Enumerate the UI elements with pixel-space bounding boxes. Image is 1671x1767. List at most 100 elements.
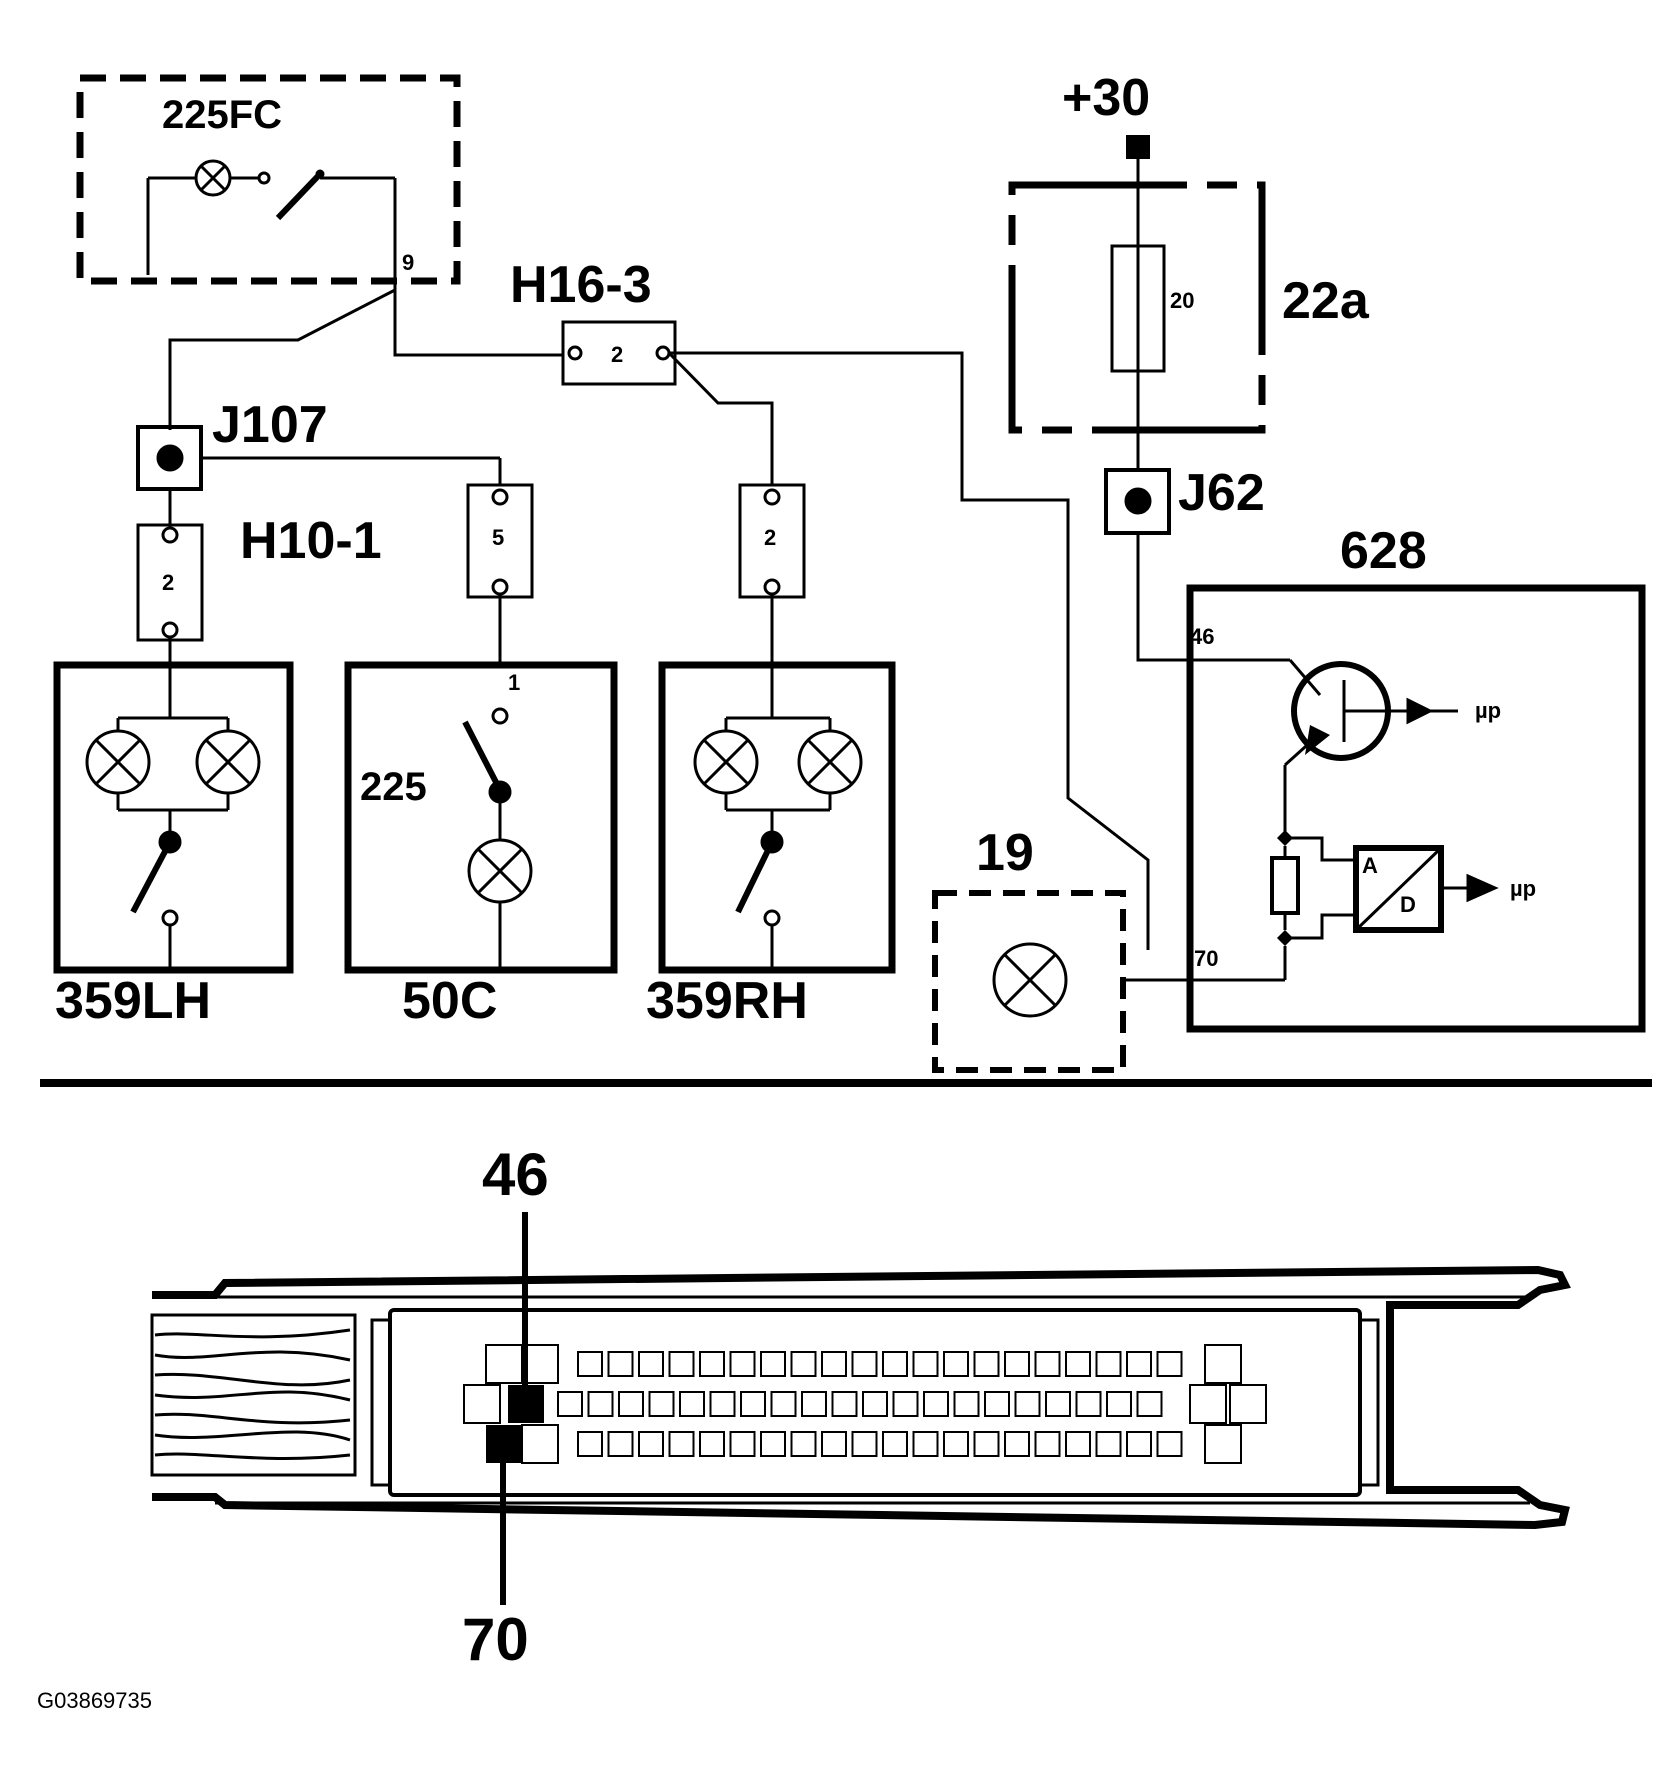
connector-pin: [882, 1351, 908, 1377]
connector-pin: [709, 1391, 736, 1417]
connector-pin-large: [521, 1424, 559, 1464]
connector-pin: [973, 1351, 1000, 1377]
label-22a: 22a: [1282, 272, 1370, 330]
connector-pin: [1045, 1391, 1071, 1417]
connector-pin: [1126, 1351, 1152, 1377]
connector-pin: [577, 1351, 603, 1377]
connector-pin: [618, 1391, 644, 1417]
connector-pin: [668, 1431, 695, 1457]
connector-pin: [821, 1431, 847, 1457]
connector-pin: [1014, 1391, 1041, 1417]
connector-pin: [1156, 1351, 1183, 1377]
connector-pin: [973, 1431, 1000, 1457]
label-adc-a: A: [1362, 853, 1378, 878]
connector-pin: [648, 1391, 675, 1417]
lamp-19: [932, 890, 1148, 1073]
connector-pin: [943, 1431, 969, 1457]
connector-pin: [638, 1351, 664, 1377]
label-h10-1: H10-1: [240, 512, 382, 570]
label-50c-pin: 1: [508, 670, 520, 695]
connector-pin: [557, 1391, 583, 1417]
lamp-module-359lh: [53, 661, 294, 974]
connector-pin: [790, 1431, 817, 1457]
reference-code: G03869735: [37, 1688, 152, 1713]
label-628: 628: [1340, 522, 1427, 580]
connector-pin: [1004, 1431, 1030, 1457]
connector-pin: [679, 1391, 705, 1417]
label-left-connector-pin: 2: [162, 570, 174, 595]
connector-pin: [892, 1391, 919, 1417]
connector-pin-large: [1204, 1424, 1242, 1464]
label-fuse-rating: 20: [1170, 288, 1194, 313]
switch-module-50c: [344, 661, 618, 974]
connector-pin: [1095, 1351, 1122, 1377]
connector-pin: [740, 1391, 766, 1417]
connector-pin: [1004, 1351, 1030, 1377]
junction-j62: [1104, 468, 1171, 535]
connector-pin: [912, 1431, 939, 1457]
connector-pin-grid: [463, 1344, 1267, 1464]
connector-pin: [1034, 1351, 1061, 1377]
ecu-connector-view: [150, 1265, 1571, 1530]
label-225fc: 225FC: [162, 93, 282, 137]
label-h16-3-pin: 2: [611, 342, 623, 367]
connector-pin: [699, 1431, 725, 1457]
pin-70-highlight: [486, 1425, 522, 1463]
connector-pin: [943, 1351, 969, 1377]
connector-pin: [1136, 1391, 1163, 1417]
connector-pin: [862, 1391, 888, 1417]
connector-pin: [923, 1391, 949, 1417]
connector-pin: [851, 1351, 878, 1377]
pin-46-highlight: [508, 1385, 544, 1423]
connector-pin: [638, 1431, 664, 1457]
label-mu-p-transistor: µp: [1475, 698, 1501, 723]
junction-j107: [136, 425, 203, 491]
connector-pin: [882, 1431, 908, 1457]
connector-pin: [1075, 1391, 1102, 1417]
connector-pin-large: [463, 1384, 501, 1424]
label-359rh: 359RH: [646, 972, 808, 1030]
lamp-module-359rh: [658, 661, 896, 974]
label-adc-d: D: [1400, 892, 1416, 917]
connector-pin: [729, 1431, 756, 1457]
connector-pin: [953, 1391, 980, 1417]
connector-pin: [729, 1351, 756, 1377]
connector-pin: [607, 1431, 634, 1457]
module-628: [1148, 584, 1646, 1033]
connector-pin: [912, 1351, 939, 1377]
label-right-connector-pin: 2: [764, 525, 776, 550]
connector-pin: [801, 1391, 827, 1417]
connector-pin: [984, 1391, 1010, 1417]
relay-225fc: [76, 74, 461, 290]
connector-pin: [668, 1351, 695, 1377]
connector-pin: [1065, 1351, 1091, 1377]
connector-pin: [1034, 1431, 1061, 1457]
connector-pin: [587, 1391, 614, 1417]
connector-pin: [607, 1351, 634, 1377]
connector-pin: [1065, 1431, 1091, 1457]
connector-pin: [1156, 1431, 1183, 1457]
connector-pin: [821, 1351, 847, 1377]
connector-pin-large: [1229, 1384, 1267, 1424]
label-mu-p-adc: µp: [1510, 876, 1536, 901]
label-359lh: 359LH: [55, 972, 211, 1030]
connector-pin: [699, 1351, 725, 1377]
fuse-box-22a: [1008, 181, 1266, 470]
label-pin-46: 46: [482, 1141, 549, 1208]
label-h16-3: H16-3: [510, 256, 652, 314]
label-h10-1-pin: 5: [492, 525, 504, 550]
label-pin-70: 70: [462, 1606, 529, 1673]
connector-pin: [770, 1391, 797, 1417]
label-module-pin-46: 46: [1190, 624, 1214, 649]
label-relay-pin: 9: [402, 250, 414, 275]
label-plus-30: +30: [1062, 69, 1150, 127]
connector-pin: [851, 1431, 878, 1457]
label-j107: J107: [212, 396, 328, 454]
connector-pin: [760, 1351, 786, 1377]
connector-pin: [1095, 1431, 1122, 1457]
connector-pin-large: [485, 1344, 523, 1384]
supply-terminal: [1126, 135, 1150, 159]
connector-pin: [577, 1431, 603, 1457]
connector-pin: [1106, 1391, 1132, 1417]
label-50c: 50C: [402, 972, 497, 1030]
